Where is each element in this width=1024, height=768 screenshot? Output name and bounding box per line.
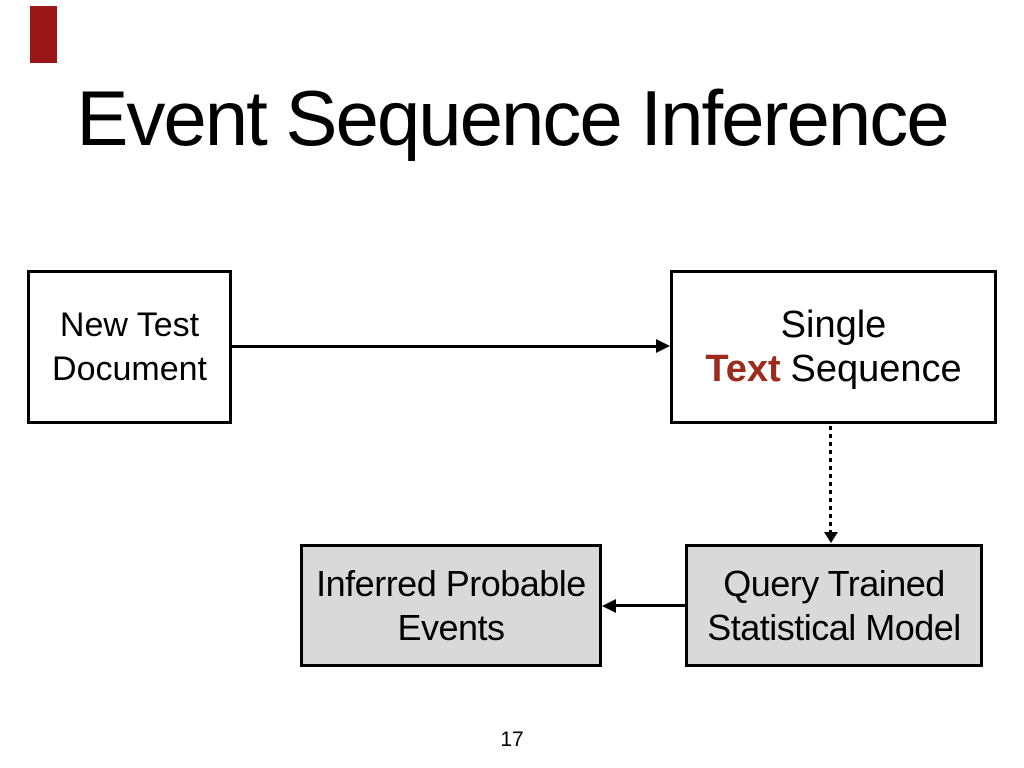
- template-accent-bar: [30, 6, 57, 63]
- page-number: 17: [500, 728, 524, 751]
- box-new-test-line2: Document: [52, 350, 207, 388]
- arrow-query-model-to-inferred-events-head: [602, 599, 616, 613]
- arrow-single-text-to-query-model-head: [824, 532, 838, 543]
- box-query-line2: Statistical Model: [707, 606, 961, 648]
- arrow-new-test-to-single-text-line: [232, 345, 658, 348]
- box-inferred-probable-events: Inferred Probable Events: [300, 544, 602, 667]
- box-new-test-line1: New Test: [59, 306, 200, 344]
- box-inferred-line1: Inferred Probable: [316, 562, 586, 604]
- box-single-text-line2-rest: Sequence: [790, 348, 962, 390]
- box-single-text-line1: Single: [780, 304, 887, 346]
- box-query-trained-statistical-model: Query Trained Statistical Model: [685, 544, 983, 667]
- arrow-single-text-to-query-model-dotted-line: [829, 426, 832, 532]
- arrow-new-test-to-single-text-head: [656, 339, 670, 353]
- box-query-line1: Query Trained: [723, 562, 945, 604]
- slide-title: Event Sequence Inference: [76, 74, 949, 162]
- box-inferred-line2: Events: [397, 606, 505, 648]
- highlighted-word-text: Text: [705, 348, 781, 390]
- arrow-query-model-to-inferred-events-line: [616, 604, 685, 607]
- box-new-test-document: New Test Document: [27, 270, 232, 424]
